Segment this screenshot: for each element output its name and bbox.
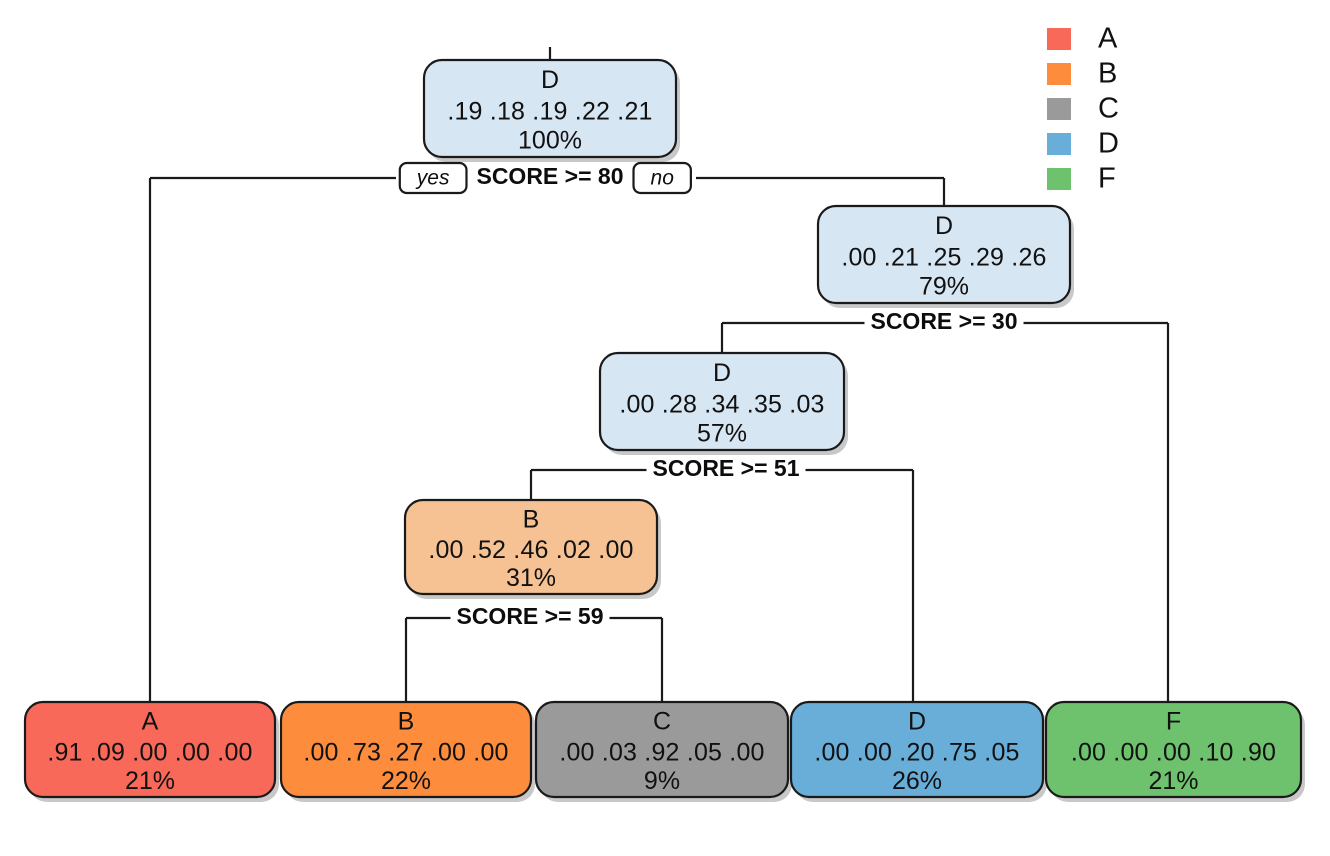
node-percentage: 26% (892, 767, 942, 795)
no-badge-box (632, 161, 692, 195)
node-box[interactable] (1044, 700, 1303, 799)
yes-badge-label: yes (415, 167, 450, 190)
node-probabilities: .00 .00 .00 .10 .90 (1071, 738, 1276, 766)
node-box[interactable] (789, 700, 1045, 799)
node-class-label: C (653, 708, 671, 736)
split-no-branch-badge: no (632, 161, 692, 195)
node-class-label: D (908, 708, 926, 736)
node-box[interactable] (403, 498, 659, 596)
node-box[interactable] (534, 700, 790, 799)
node-box[interactable] (816, 204, 1072, 305)
node-probabilities: .00 .52 .46 .02 .00 (428, 536, 633, 564)
node-probabilities: .19 .18 .19 .22 .21 (447, 97, 652, 125)
split-condition-label: SCORE >= 30 (870, 308, 1017, 334)
legend-label-A: A (1098, 23, 1118, 55)
node-probabilities: .00 .73 .27 .00 .00 (303, 738, 508, 766)
legend-swatch-B (1047, 63, 1071, 85)
node-box[interactable] (279, 700, 533, 799)
node-probabilities: .00 .21 .25 .29 .26 (841, 243, 1046, 271)
node-percentage: 31% (506, 564, 556, 592)
split-condition-label: SCORE >= 80 (476, 163, 623, 189)
node-class-label: B (398, 708, 415, 736)
node-percentage: 9% (644, 767, 680, 795)
legend-swatch-C (1047, 98, 1071, 120)
legend-label-C: C (1098, 93, 1119, 125)
legend-item-D[interactable]: D (1047, 128, 1119, 160)
legend-swatch-F (1047, 168, 1071, 190)
split-s4: SCORE >= 59 (450, 603, 610, 632)
node-class-label: F (1166, 708, 1181, 736)
split-label-backdrop (646, 456, 806, 484)
split-label-backdrop (864, 309, 1024, 337)
node-percentage: 100% (518, 127, 582, 155)
node-percentage: 21% (125, 767, 175, 795)
node-class-label: D (935, 212, 953, 240)
split-label-backdrop (470, 164, 630, 192)
legend-label-B: B (1098, 58, 1117, 90)
split-s2: SCORE >= 30 (864, 308, 1024, 337)
node-probabilities: .00 .28 .34 .35 .03 (619, 390, 824, 418)
split-label-backdrop (450, 604, 610, 632)
node-box[interactable] (598, 351, 846, 452)
node-box[interactable] (23, 700, 277, 799)
node-probabilities: .00 .00 .20 .75 .05 (814, 738, 1019, 766)
tree-node-leafC[interactable]: C.00 .03 .92 .05 .009% (534, 700, 792, 802)
node-class-label: A (142, 708, 159, 736)
split-s1: SCORE >= 80 yes no (398, 161, 692, 195)
legend-item-F[interactable]: F (1047, 163, 1116, 195)
legend-item-C[interactable]: C (1047, 93, 1119, 125)
legend-item-A[interactable]: A (1047, 23, 1118, 55)
split-yes-branch-badge: yes (398, 161, 468, 195)
node-class-label: D (541, 66, 559, 94)
legend-item-B[interactable]: B (1047, 58, 1117, 90)
node-percentage: 21% (1148, 767, 1198, 795)
legend-swatch-A (1047, 28, 1071, 50)
node-probabilities: .91 .09 .00 .00 .00 (47, 738, 252, 766)
split-s3: SCORE >= 51 (646, 455, 806, 484)
no-badge-label: no (651, 167, 675, 190)
node-class-label: B (523, 505, 540, 533)
yes-badge-box (398, 161, 468, 195)
legend-swatch-D (1047, 133, 1071, 155)
node-probabilities: .00 .03 .92 .05 .00 (559, 738, 764, 766)
node-percentage: 57% (697, 420, 747, 448)
node-box[interactable] (422, 58, 678, 159)
legend-label-D: D (1098, 128, 1119, 160)
split-condition-label: SCORE >= 59 (456, 603, 603, 629)
node-class-label: D (713, 359, 731, 387)
node-percentage: 79% (919, 273, 969, 301)
split-condition-label: SCORE >= 51 (652, 455, 799, 481)
node-percentage: 22% (381, 767, 431, 795)
legend-label-F: F (1098, 163, 1116, 195)
